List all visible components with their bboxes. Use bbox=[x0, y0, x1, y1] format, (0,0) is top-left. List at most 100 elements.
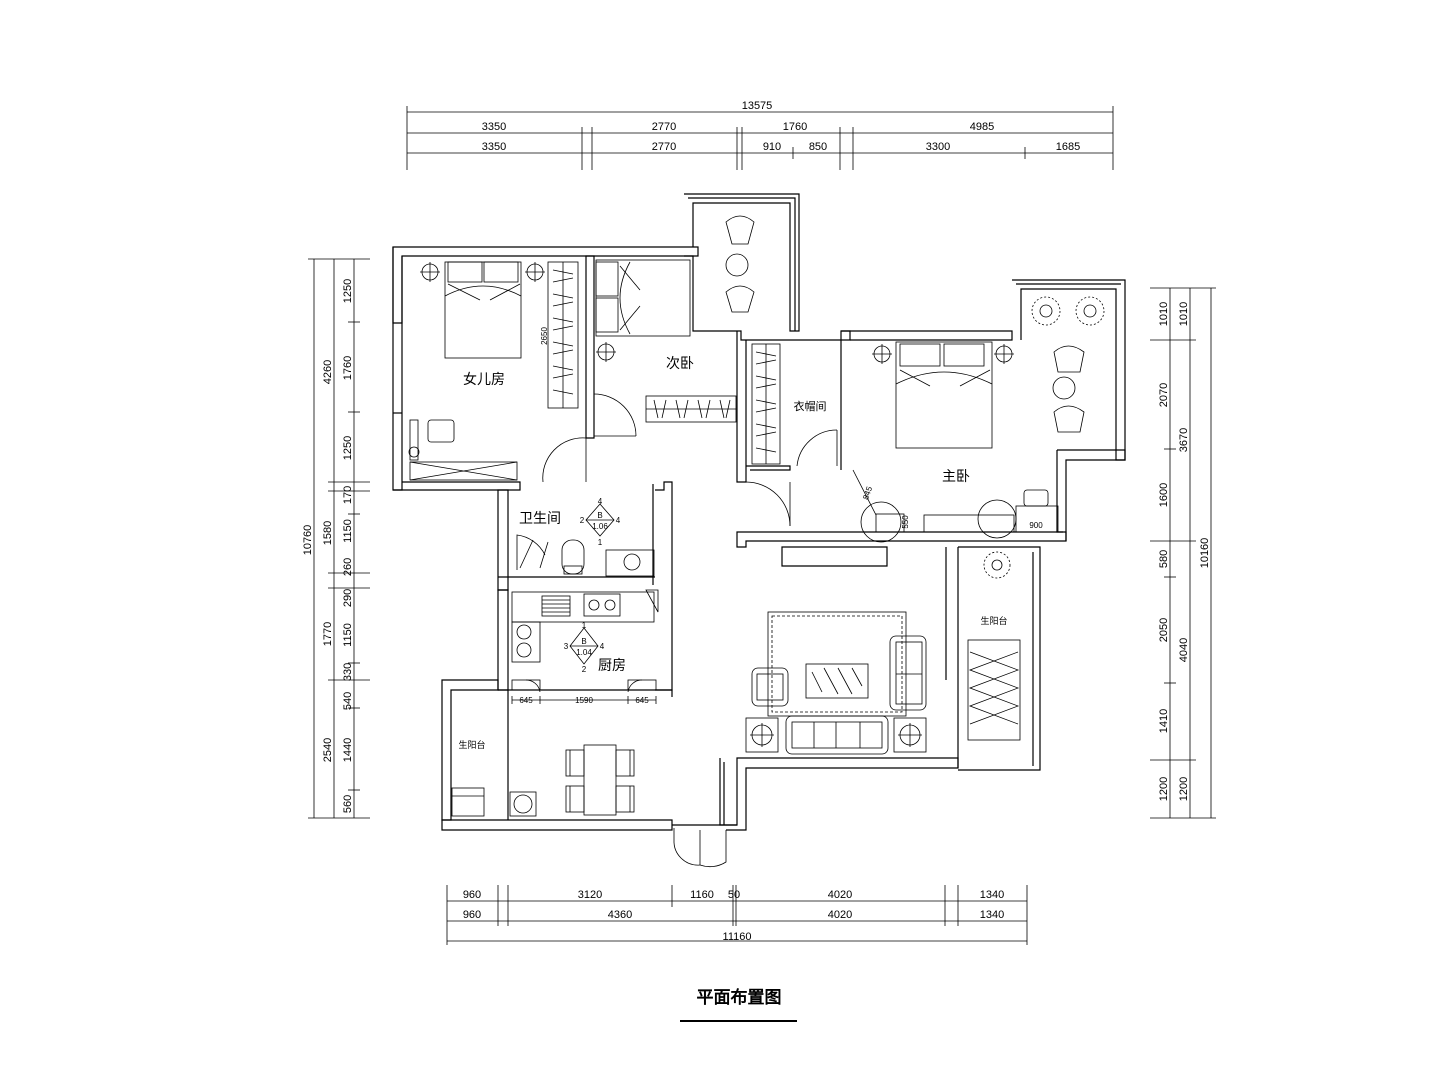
room-label: 次卧 bbox=[666, 356, 694, 372]
marker-label: 1.06 bbox=[592, 522, 608, 531]
living-room bbox=[745, 611, 927, 755]
left-dim: 4260 bbox=[322, 360, 334, 384]
plant-icon bbox=[983, 551, 1011, 579]
round-table bbox=[725, 253, 749, 277]
master-balcony bbox=[1031, 296, 1105, 433]
left-dim: 1440 bbox=[342, 738, 354, 762]
marker-label: 3 bbox=[564, 642, 569, 651]
master-bedroom bbox=[852, 341, 1059, 543]
marker-label: 2 bbox=[582, 665, 587, 674]
left-total-dim: 10760 bbox=[302, 525, 314, 556]
right-dim: 580 bbox=[1158, 550, 1170, 568]
right-dim: 2070 bbox=[1158, 383, 1170, 407]
left-balcony bbox=[451, 787, 537, 817]
left-dim: 1150 bbox=[342, 623, 354, 647]
left-dim: 1580 bbox=[322, 521, 334, 545]
room-label: 主卧 bbox=[942, 469, 970, 485]
left-dim: 170 bbox=[342, 486, 354, 504]
right-dimension-lines bbox=[1150, 287, 1216, 819]
bottom-dim: 1340 bbox=[980, 889, 1004, 901]
marker-label: B bbox=[581, 637, 586, 646]
bottom-dim: 4020 bbox=[828, 909, 852, 921]
room-label: 卫生间 bbox=[519, 511, 561, 527]
top-dim: 1760 bbox=[783, 121, 807, 133]
side-table bbox=[893, 717, 927, 753]
top-dim: 1685 bbox=[1056, 141, 1080, 153]
right-dim: 3670 bbox=[1178, 428, 1190, 452]
bottom-dim: 4020 bbox=[828, 889, 852, 901]
dining-area bbox=[565, 744, 635, 816]
top-balcony bbox=[725, 215, 755, 313]
top-dim: 2770 bbox=[652, 121, 676, 133]
kitchen-marker bbox=[569, 627, 599, 665]
left-dim: 1770 bbox=[322, 622, 334, 646]
kitchen-dim: 1590 bbox=[575, 696, 593, 705]
bottom-dim: 4360 bbox=[608, 909, 632, 921]
left-dim: 330 bbox=[342, 663, 354, 681]
toilet bbox=[561, 539, 585, 575]
double-bed bbox=[444, 261, 522, 359]
stove bbox=[583, 593, 621, 617]
side-table bbox=[745, 717, 779, 753]
plant-icon bbox=[1031, 296, 1061, 326]
bath-marker bbox=[585, 503, 615, 537]
sofa bbox=[785, 715, 889, 755]
desk-chair bbox=[1023, 489, 1049, 507]
left-dim: 1250 bbox=[342, 279, 354, 303]
sink bbox=[541, 595, 571, 617]
right-dim: 4040 bbox=[1178, 638, 1190, 662]
page-title: 平面布置图 bbox=[697, 987, 782, 1008]
second-bedroom bbox=[595, 259, 737, 423]
bottom-dim: 960 bbox=[463, 889, 481, 901]
right-dim: 1200 bbox=[1158, 777, 1170, 801]
bottom-dim: 1160 bbox=[690, 889, 714, 901]
double-bed bbox=[895, 341, 993, 449]
marker-label: 1 bbox=[598, 538, 603, 547]
top-dim: 910 bbox=[763, 141, 781, 153]
master-door-dim: 845 bbox=[861, 485, 874, 501]
room-label: 厨房 bbox=[598, 658, 626, 674]
left-dim: 540 bbox=[342, 692, 354, 710]
bottom-dim: 3120 bbox=[578, 889, 602, 901]
top-dim: 3300 bbox=[926, 141, 950, 153]
right-dim: 1010 bbox=[1178, 302, 1190, 326]
wardrobe-dim: 2650 bbox=[540, 327, 549, 345]
right-dim: 1010 bbox=[1158, 302, 1170, 326]
armchair bbox=[725, 215, 755, 245]
top-total-dim: 13575 bbox=[742, 100, 773, 112]
bottom-total-dim: 11160 bbox=[723, 931, 752, 943]
top-dim: 3350 bbox=[482, 141, 506, 153]
left-dim: 1150 bbox=[342, 519, 354, 543]
left-dim: 260 bbox=[342, 558, 354, 576]
walk-in-closet bbox=[751, 343, 781, 465]
bathroom bbox=[519, 539, 655, 577]
marker-label: 1.04 bbox=[576, 648, 592, 657]
bottom-dim: 1340 bbox=[980, 909, 1004, 921]
top-dim: 850 bbox=[809, 141, 827, 153]
top-dim: 2770 bbox=[652, 141, 676, 153]
right-balcony bbox=[967, 551, 1021, 741]
dining-table bbox=[583, 744, 617, 816]
kitchen bbox=[511, 589, 659, 704]
marker-label: 4 bbox=[616, 516, 621, 525]
left-dim: 1250 bbox=[342, 436, 354, 460]
room-label: 生阳台 bbox=[458, 739, 485, 751]
top-dim: 3350 bbox=[482, 121, 506, 133]
desk-chair bbox=[427, 419, 455, 443]
top-dimension-lines bbox=[406, 106, 1114, 170]
washing-machine bbox=[451, 787, 485, 817]
room-label: 衣帽间 bbox=[794, 399, 827, 413]
bottom-dim: 50 bbox=[728, 889, 740, 901]
plant-icon bbox=[1075, 296, 1105, 326]
washbasin bbox=[605, 549, 655, 577]
right-total-dim: 10160 bbox=[1199, 538, 1211, 569]
marker-label: 1 bbox=[582, 621, 587, 630]
marker-label: 4 bbox=[598, 497, 603, 506]
right-dim: 1410 bbox=[1158, 709, 1170, 733]
marker-label: B bbox=[597, 511, 602, 520]
right-dim: 1200 bbox=[1178, 777, 1190, 801]
round-table bbox=[1052, 376, 1076, 400]
right-dim: 2050 bbox=[1158, 618, 1170, 642]
coffee-table bbox=[805, 663, 869, 699]
